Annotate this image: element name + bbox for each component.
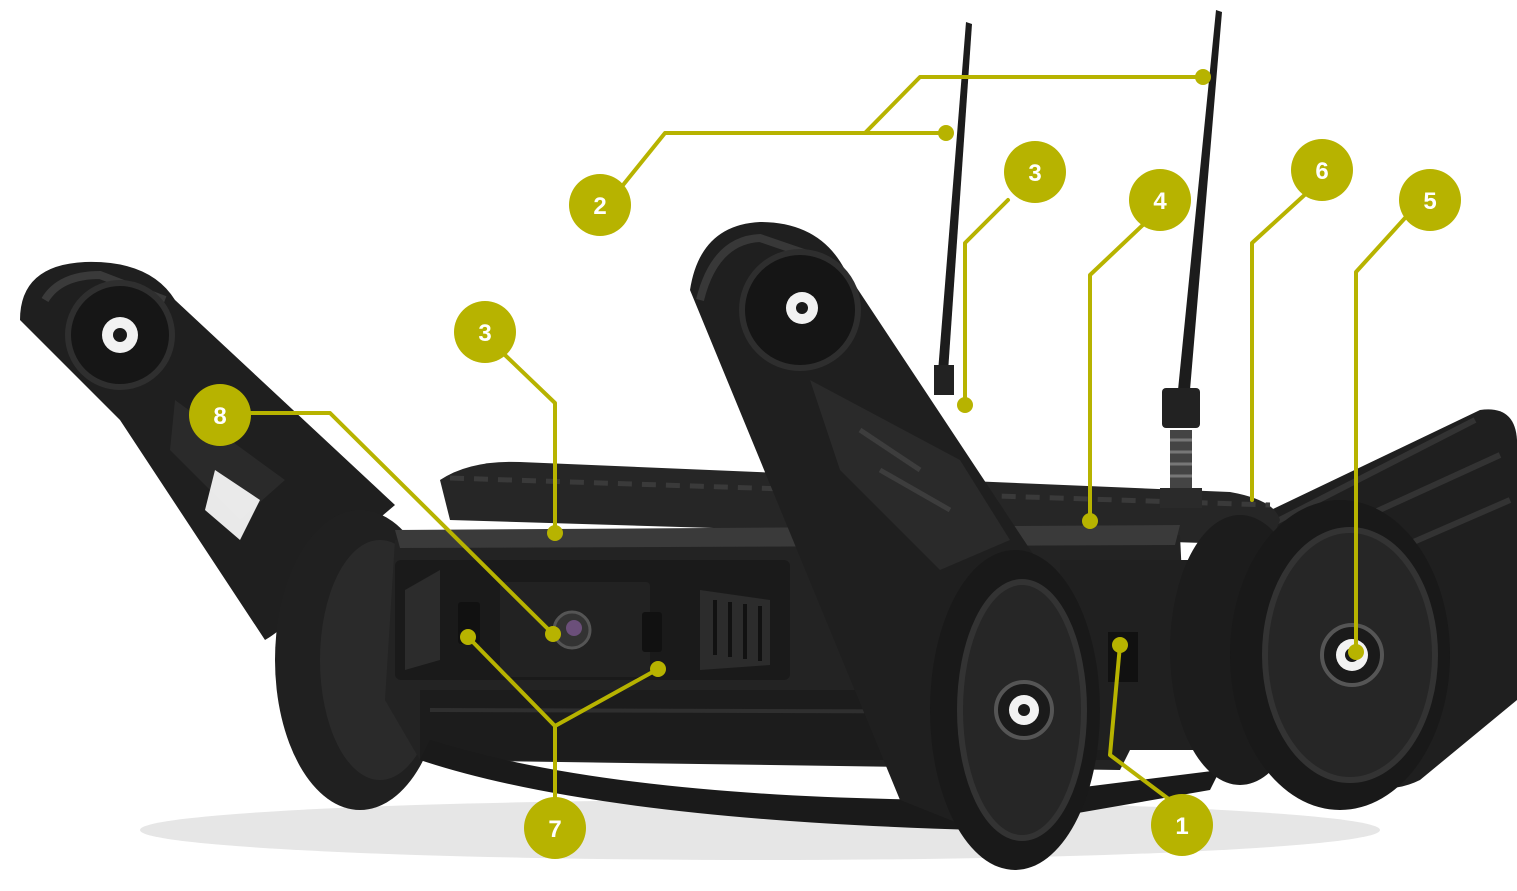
callout-badge-4: 4 (1129, 169, 1191, 231)
leader-line-1 (1108, 643, 1172, 802)
center-front-wheel (930, 550, 1100, 870)
dot-4 (1082, 513, 1098, 529)
leader-line-2 (613, 75, 1205, 197)
dot-7-left (460, 629, 476, 645)
callout-dots (460, 69, 1364, 677)
leader-line-4 (1088, 220, 1148, 523)
callout-badge-8: 8 (189, 384, 251, 446)
callout-badge-3b: 3 (454, 301, 516, 363)
callout-badge-1: 1 (1151, 794, 1213, 856)
dot-5 (1348, 644, 1364, 660)
dot-3a (957, 397, 973, 413)
callout-badge-3a: 3 (1004, 141, 1066, 203)
leader-line-6 (1250, 188, 1312, 502)
dot-2-left (938, 125, 954, 141)
dot-8 (545, 626, 561, 642)
right-rear-wheel (1230, 500, 1450, 810)
callout-badge-7: 7 (524, 797, 586, 859)
leader-line-5 (1354, 216, 1407, 654)
dot-7-right (650, 661, 666, 677)
callout-badges: 1 2 3 3 4 5 6 7 (189, 139, 1461, 859)
callout-number: 3 (1028, 160, 1041, 187)
callout-number: 3 (478, 320, 491, 347)
leader-line-3b (503, 353, 557, 535)
callout-number: 4 (1153, 188, 1167, 215)
antenna-right (1178, 10, 1222, 390)
callout-number: 1 (1175, 813, 1188, 840)
callout-badge-2: 2 (569, 174, 631, 236)
dot-2-right (1195, 69, 1211, 85)
dot-1 (1112, 637, 1128, 653)
leader-line-3a (963, 198, 1010, 407)
tracked-robot-image (20, 10, 1517, 870)
dot-3b (547, 525, 563, 541)
callout-badge-5: 5 (1399, 169, 1461, 231)
antennas (934, 10, 1222, 508)
callout-number: 6 (1315, 158, 1328, 185)
callout-number: 2 (593, 193, 606, 220)
antenna-left (938, 22, 972, 372)
callout-number: 5 (1423, 188, 1436, 215)
callout-lines (246, 75, 1407, 802)
callout-badge-6: 6 (1291, 139, 1353, 201)
callout-number: 8 (213, 403, 226, 430)
leader-line-8 (246, 411, 555, 636)
callout-number: 7 (548, 816, 561, 843)
